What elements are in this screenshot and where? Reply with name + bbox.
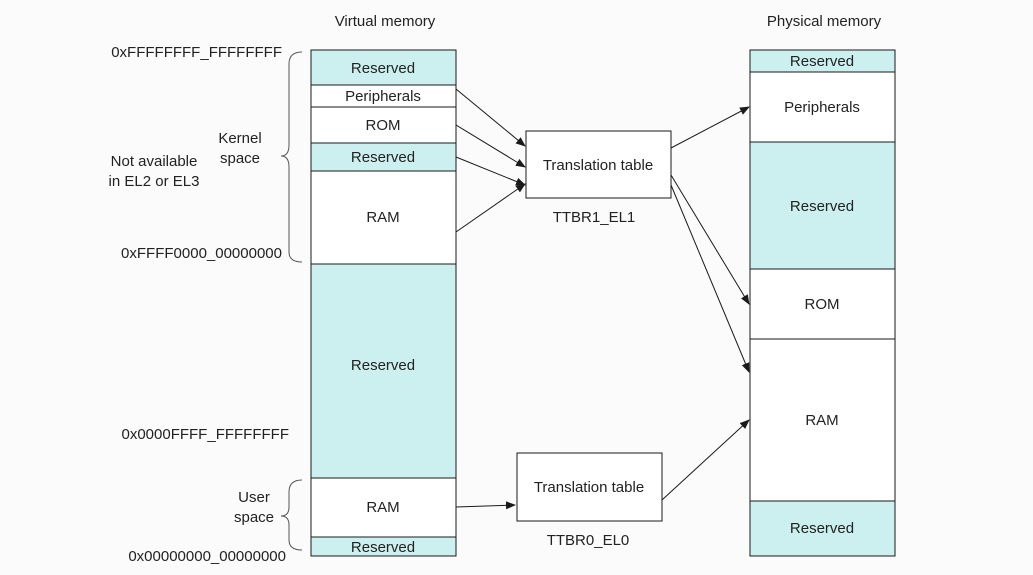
address-top-kernel: 0xFFFFFFFF_FFFFFFFF	[111, 44, 282, 61]
virtual-region-rom-label: ROM	[366, 117, 401, 134]
physical-region-ram-label: RAM	[805, 412, 838, 429]
physical-region-rom-label: ROM	[805, 296, 840, 313]
virtual-region-kernel-ram-label: RAM	[366, 209, 399, 226]
not-available-label-line1: Not available	[111, 153, 198, 170]
virtual-region-reserved-bottom-label: Reserved	[351, 539, 415, 556]
physical-region-reserved-bottom-box	[749, 500, 896, 557]
ttbr0-caption: TTBR0_EL0	[547, 532, 630, 549]
physical-region-reserved-top-label: Reserved	[790, 53, 854, 70]
arrow-user-ram-to-ttbr0	[455, 501, 516, 510]
translation-table-ttbr1-box	[525, 130, 672, 199]
arrow-ttbr0-to-ram	[661, 419, 750, 501]
translation-table-ttbr0: Translation table TTBR0_EL0	[516, 452, 663, 549]
arrow-rom-to-ttbr1	[455, 124, 526, 168]
virtual-memory-title: Virtual memory	[335, 13, 436, 30]
arrow-ttbr1-to-ram	[670, 184, 750, 373]
physical-memory-title: Physical memory	[767, 13, 882, 30]
translation-table-ttbr0-label: Translation table	[534, 479, 644, 496]
kernel-space-brace	[280, 51, 303, 263]
virtual-region-reserved-top-label: Reserved	[351, 60, 415, 77]
user-space-label-line1: User	[238, 489, 270, 506]
arrow-ram-to-ttbr1	[455, 183, 526, 233]
physical-memory-column: Reserved Peripherals Reserved ROM RAM Re…	[749, 49, 896, 557]
physical-region-peripherals-box	[749, 71, 896, 143]
virtual-region-rom-box	[310, 106, 457, 144]
virtual-region-reserved-kernel-label: Reserved	[351, 149, 415, 166]
arrow-reserved-to-ttbr1	[455, 156, 526, 186]
virtual-region-reserved-top-box	[310, 49, 457, 86]
user-space-label-line2: space	[234, 509, 274, 526]
virtual-region-reserved-middle-label: Reserved	[351, 357, 415, 374]
physical-region-reserved-middle-label: Reserved	[790, 198, 854, 215]
physical-region-ram-box	[749, 338, 896, 502]
virtual-region-reserved-kernel-box	[310, 142, 457, 172]
physical-region-reserved-middle-box	[749, 141, 896, 270]
kernel-space-label-line1: Kernel	[218, 130, 261, 147]
ttbr1-caption: TTBR1_EL1	[553, 209, 636, 226]
virtual-memory-column: Reserved Peripherals ROM Reserved RAM Re…	[310, 49, 457, 557]
arrow-ttbr1-to-rom	[670, 174, 750, 305]
address-bottom-kernel: 0xFFFF0000_00000000	[121, 245, 282, 262]
not-available-label-line2: in EL2 or EL3	[109, 173, 200, 190]
virtual-region-kernel-ram-box	[310, 170, 457, 265]
translation-table-ttbr1-label: Translation table	[543, 157, 653, 174]
user-space-brace	[280, 479, 303, 551]
virtual-region-peripherals-label: Peripherals	[345, 88, 421, 105]
kernel-space-label-line2: space	[220, 150, 260, 167]
arrow-ttbr1-to-peripherals	[670, 106, 750, 149]
physical-region-rom-box	[749, 268, 896, 340]
virtual-region-user-ram-label: RAM	[366, 499, 399, 516]
translation-table-ttbr1: Translation table TTBR1_EL1	[525, 130, 672, 226]
physical-region-peripherals-label: Peripherals	[784, 99, 860, 116]
address-bottom-user: 0x00000000_00000000	[128, 548, 286, 565]
translation-table-ttbr0-box	[516, 452, 663, 522]
address-top-user: 0x0000FFFF_FFFFFFFF	[121, 426, 289, 443]
arrow-peripherals-to-ttbr1	[455, 88, 526, 147]
virtual-region-reserved-bottom-box	[310, 536, 457, 557]
physical-region-reserved-bottom-label: Reserved	[790, 520, 854, 537]
